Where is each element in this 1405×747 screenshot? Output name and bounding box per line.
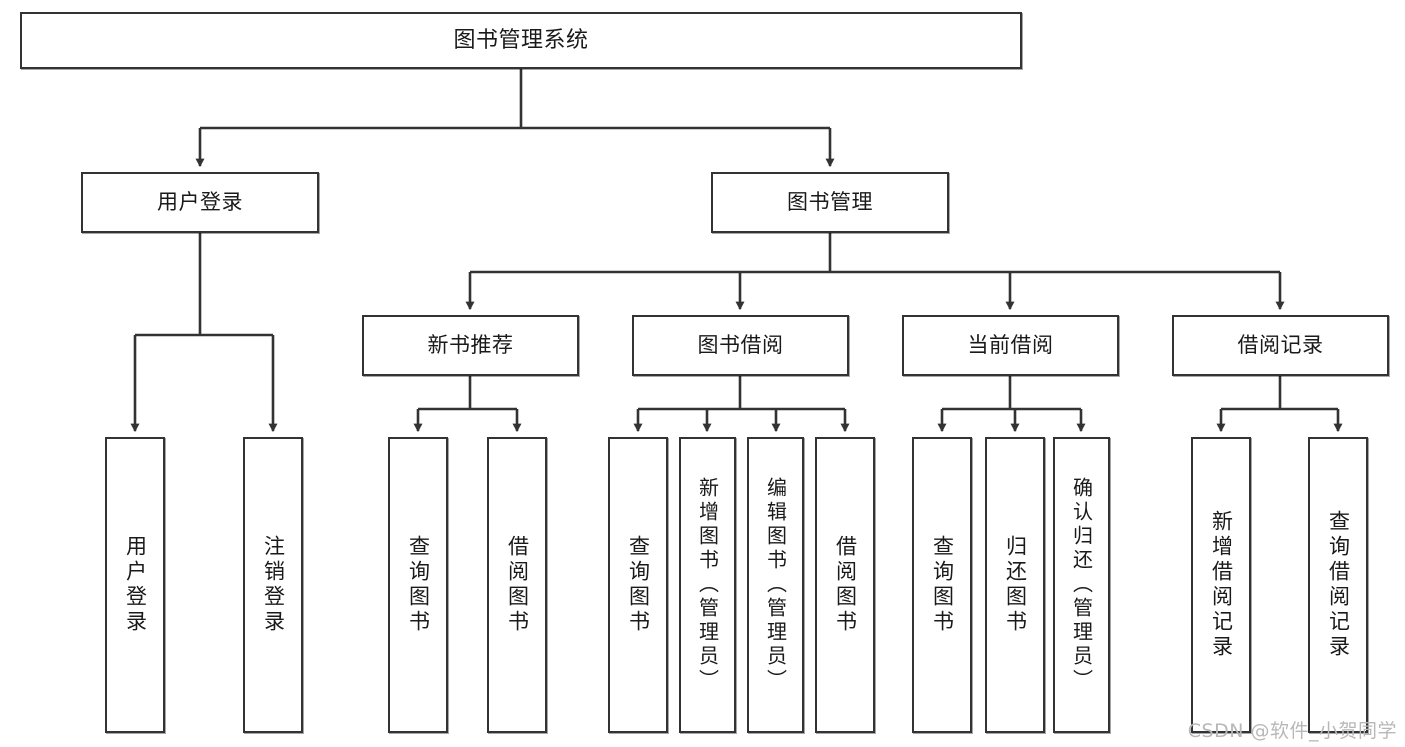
node-leaf-add-borrow-record-label: 新增借阅记录 <box>1209 510 1234 660</box>
node-book-borrow-label: 图书借阅 <box>697 333 784 358</box>
node-user-login[interactable]: 用户登录 <box>81 172 319 233</box>
node-leaf-user-login[interactable]: 用户登录 <box>105 437 165 733</box>
node-new-book-recommend[interactable]: 新书推荐 <box>362 315 579 376</box>
node-root-system[interactable]: 图书管理系统 <box>20 12 1022 69</box>
node-leaf-logout[interactable]: 注销登录 <box>243 437 303 733</box>
node-leaf-edit-book-admin-label: 编辑图书（管理员） <box>763 477 788 693</box>
node-leaf-query-book-newbook[interactable]: 查询图书 <box>388 437 448 733</box>
node-book-management[interactable]: 图书管理 <box>711 172 949 233</box>
watermark-text: CSDN @软件_小贺同学 <box>1187 720 1397 742</box>
node-leaf-query-book-current-label: 查询图书 <box>930 535 955 635</box>
node-leaf-edit-book-admin[interactable]: 编辑图书（管理员） <box>747 437 804 733</box>
node-root-system-label: 图书管理系统 <box>453 27 589 53</box>
node-leaf-query-book-borrow-label: 查询图书 <box>626 535 651 635</box>
node-leaf-query-book-borrow[interactable]: 查询图书 <box>608 437 668 733</box>
node-leaf-borrow-book-borrow-label: 借阅图书 <box>833 535 858 635</box>
node-leaf-logout-label: 注销登录 <box>261 535 286 635</box>
node-leaf-query-book-newbook-label: 查询图书 <box>406 535 431 635</box>
node-borrow-record-label: 借阅记录 <box>1237 333 1324 358</box>
node-leaf-return-book[interactable]: 归还图书 <box>985 437 1045 733</box>
node-leaf-add-book-admin[interactable]: 新增图书（管理员） <box>679 437 736 733</box>
node-book-management-label: 图书管理 <box>787 190 873 215</box>
node-new-book-recommend-label: 新书推荐 <box>427 333 514 358</box>
node-book-borrow[interactable]: 图书借阅 <box>632 315 849 376</box>
node-leaf-borrow-book-newbook-label: 借阅图书 <box>505 535 530 635</box>
node-leaf-add-borrow-record[interactable]: 新增借阅记录 <box>1191 437 1251 733</box>
node-leaf-query-borrow-record[interactable]: 查询借阅记录 <box>1308 437 1368 733</box>
node-leaf-confirm-return-admin[interactable]: 确认归还（管理员） <box>1053 437 1110 733</box>
node-borrow-record[interactable]: 借阅记录 <box>1172 315 1389 376</box>
node-user-login-label: 用户登录 <box>157 190 243 215</box>
node-leaf-add-book-admin-label: 新增图书（管理员） <box>695 477 720 693</box>
node-leaf-confirm-return-admin-label: 确认归还（管理员） <box>1069 477 1094 693</box>
node-leaf-user-login-label: 用户登录 <box>123 535 148 635</box>
node-leaf-borrow-book-newbook[interactable]: 借阅图书 <box>487 437 547 733</box>
node-leaf-query-borrow-record-label: 查询借阅记录 <box>1326 510 1351 660</box>
node-leaf-query-book-current[interactable]: 查询图书 <box>912 437 972 733</box>
node-leaf-borrow-book-borrow[interactable]: 借阅图书 <box>815 437 875 733</box>
node-current-borrow[interactable]: 当前借阅 <box>902 315 1119 376</box>
node-leaf-return-book-label: 归还图书 <box>1003 535 1028 635</box>
node-current-borrow-label: 当前借阅 <box>967 333 1054 358</box>
